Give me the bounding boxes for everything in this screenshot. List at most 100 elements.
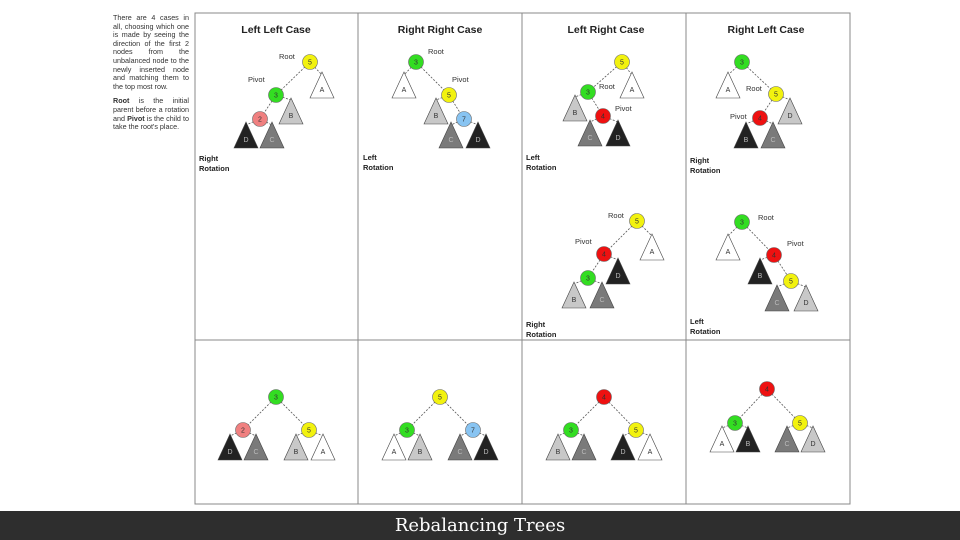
subtree-label: C — [448, 137, 453, 144]
subtree-label: B — [434, 113, 439, 120]
caption-bar: Rebalancing Trees — [0, 511, 960, 540]
tree-node — [580, 270, 596, 286]
tree-edge — [621, 61, 633, 76]
tree-node-label: 7 — [471, 428, 475, 435]
subtree-triangle — [465, 121, 491, 149]
tree-node — [235, 422, 251, 438]
subtree-label: D — [615, 273, 620, 280]
tree-node-label: 3 — [733, 421, 737, 428]
tree-node — [301, 422, 317, 438]
rotation-label-lr2: Right — [526, 320, 546, 329]
tree-node-label: 5 — [789, 279, 793, 286]
subtree-label: A — [402, 87, 407, 94]
subtree-triangle — [309, 71, 335, 99]
subtree-label: C — [599, 297, 604, 304]
tree-node-label: 2 — [258, 117, 262, 124]
root-label-rr: Root — [428, 47, 445, 56]
tree-node-label: 5 — [798, 421, 802, 428]
tree-node — [759, 381, 775, 397]
subtree-label: D — [787, 113, 792, 120]
tree-node-label: 4 — [602, 395, 606, 402]
tree-node-label: 2 — [241, 428, 245, 435]
subtree-triangle — [735, 425, 761, 453]
subtree-triangle — [760, 121, 786, 149]
subtree-triangle — [610, 433, 636, 461]
pivot-label-lr1: Pivot — [615, 104, 633, 113]
tree-node-label: 3 — [586, 276, 590, 283]
grid-lines — [194, 12, 851, 505]
subtree-label: C — [581, 449, 586, 456]
tree-node — [727, 415, 743, 431]
tree-node — [629, 213, 645, 229]
subtree-triangle — [777, 97, 803, 125]
subtree-triangle — [774, 425, 800, 453]
sidebar-description: There are 4 cases in all, choosing which… — [113, 13, 189, 138]
subtree-label: B — [758, 273, 763, 280]
tree-node-label: 5 — [308, 60, 312, 67]
subtree-triangle — [715, 233, 741, 261]
subtree-triangle — [747, 257, 773, 285]
subtree-triangle — [733, 121, 759, 149]
subtree-triangle — [562, 94, 588, 122]
rotation-label-lr2-2: Rotation — [526, 330, 557, 339]
tree-node — [792, 415, 808, 431]
tree-node-label: 5 — [635, 219, 639, 226]
subtree-label: A — [648, 449, 653, 456]
tree-node — [456, 111, 472, 127]
subtree-triangle — [545, 433, 571, 461]
subtree-triangle — [605, 257, 631, 285]
tree-node-label: 5 — [447, 93, 451, 100]
tree-node-label: 3 — [740, 220, 744, 227]
subtree-label: B — [556, 449, 561, 456]
subtree-label: B — [418, 449, 423, 456]
tree-edge — [734, 422, 749, 429]
tree-node-label: 5 — [774, 92, 778, 99]
rotation-label-ll: Right — [199, 154, 219, 163]
subtree-label: D — [243, 137, 248, 144]
pivot-label-lr2: Pivot — [575, 237, 593, 246]
subtree-label: A — [392, 449, 397, 456]
tree-node — [752, 110, 768, 126]
tree-node-label: 4 — [758, 116, 762, 123]
tree-node-label: 7 — [462, 117, 466, 124]
subtree-triangle — [217, 433, 243, 461]
tree-node — [766, 247, 782, 263]
rotation-label-rl2: Left — [690, 317, 704, 326]
subtree-label: A — [726, 249, 731, 256]
subtree-triangle — [764, 284, 790, 312]
definition-part-2: is the child to take the root's place. — [113, 113, 189, 132]
tree-node-label: 3 — [414, 60, 418, 67]
tree-node — [465, 422, 481, 438]
root-label-rl1: Root — [746, 84, 763, 93]
subtree-label: B — [289, 113, 294, 120]
root-term: Root — [113, 96, 130, 106]
subtree-label: D — [803, 300, 808, 307]
rotation-label-rr-2: Rotation — [363, 163, 394, 172]
rotation-label-rl2-2: Rotation — [690, 327, 721, 336]
subtree-label: C — [774, 300, 779, 307]
tree-edge — [259, 118, 273, 126]
tree-edge — [275, 61, 311, 96]
subtree-triangle — [381, 433, 407, 461]
tree-node-label: 5 — [620, 60, 624, 67]
tree-node — [628, 422, 644, 438]
rotation-label-ll-2: Rotation — [199, 164, 230, 173]
column-title-left-left: Left Left Case — [241, 24, 311, 36]
subtree-triangle — [310, 433, 336, 461]
tree-edge — [435, 94, 450, 101]
subtree-label: C — [770, 137, 775, 144]
subtree-label: A — [720, 441, 725, 448]
tree-edge — [309, 61, 323, 76]
tree-node — [399, 422, 415, 438]
tree-node-label: 5 — [307, 428, 311, 435]
tree-node — [302, 54, 318, 70]
tree-edge — [403, 61, 417, 76]
subtree-triangle — [800, 425, 826, 453]
subtree-triangle — [571, 433, 597, 461]
subtree-triangle — [438, 121, 464, 149]
pivot-label-rl2: Pivot — [787, 239, 805, 248]
subtree-triangle — [423, 97, 449, 125]
tree-node — [783, 273, 799, 289]
tree-edge — [727, 61, 743, 76]
subtree-triangle — [715, 71, 741, 99]
